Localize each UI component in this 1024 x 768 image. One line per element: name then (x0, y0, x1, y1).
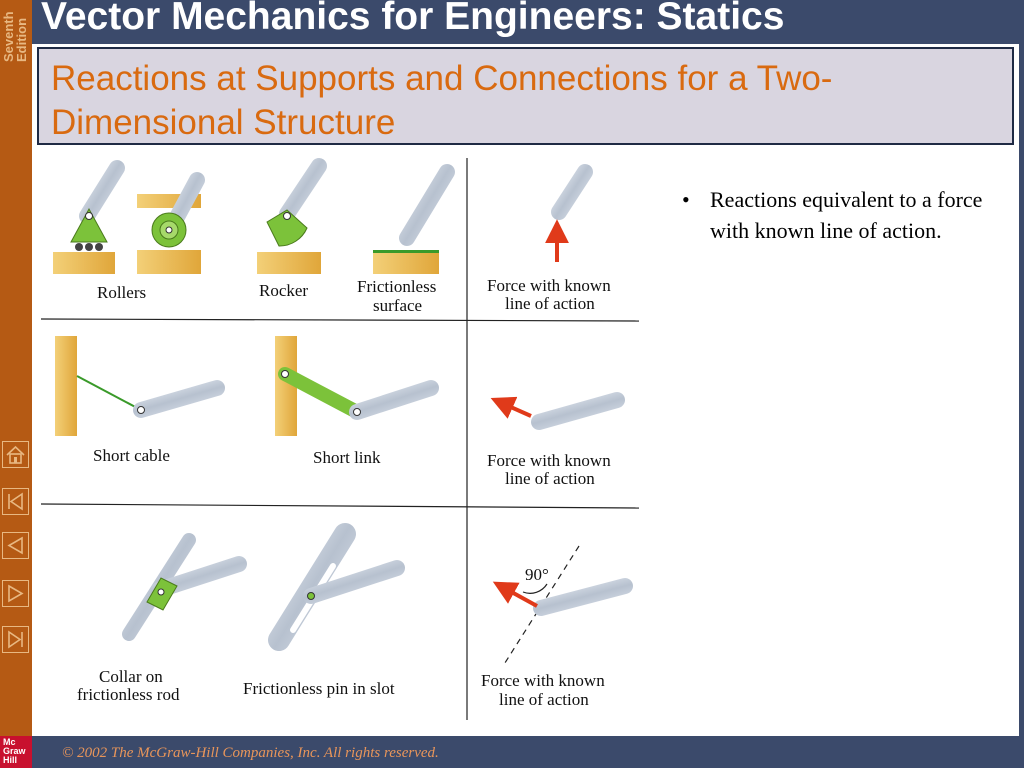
pin-slot-label: Frictionless pin in slot (243, 679, 395, 698)
first-slide-icon (8, 492, 23, 511)
copyright-text: © 2002 The McGraw-Hill Companies, Inc. A… (62, 745, 439, 761)
slide-subtitle: Reactions at Supports and Connections fo… (51, 57, 832, 145)
page-title: Vector Mechanics for Engineers: Statics (41, 0, 785, 38)
frictionless-label-line-2: surface (373, 296, 422, 315)
home-button[interactable] (2, 441, 29, 468)
mcgraw-hill-logo: Mc Graw Hill (0, 736, 32, 768)
force-known-line-b (490, 392, 625, 430)
support-reactions-figure: Rollers Rocker Frictionless surface Forc… (40, 158, 640, 720)
previous-slide-button[interactable] (2, 532, 29, 559)
pin-slot-support (268, 523, 405, 651)
force-b-label-line-2: line of action (505, 469, 595, 488)
previous-slide-icon (7, 536, 23, 555)
rocker-label: Rocker (259, 281, 308, 300)
last-slide-icon (8, 630, 23, 649)
rollers-support (53, 160, 205, 274)
last-slide-button[interactable] (2, 626, 29, 653)
header-bar: Vector Mechanics for Engineers: Statics (32, 0, 1024, 44)
subtitle-line-1: Reactions at Supports and Connections fo… (51, 59, 833, 98)
bullet-dot: • (682, 187, 690, 212)
footer-bar: © 2002 The McGraw-Hill Companies, Inc. A… (32, 736, 1024, 768)
bullet-list: • Reactions equivalent to a force with k… (682, 184, 1002, 246)
force-a-label-line-2: line of action (505, 294, 595, 313)
frictionless-label-line-1: Frictionless (357, 277, 436, 296)
short-cable-support (55, 336, 225, 436)
rocker-support (257, 158, 327, 274)
frictionless-surface-support (373, 164, 455, 274)
edition-line-2: Edition (14, 17, 29, 62)
subtitle-line-2: Dimensional Structure (51, 103, 396, 142)
force-known-line-a (545, 164, 593, 262)
rollers-label: Rollers (97, 283, 146, 302)
force-c-label-line-2: line of action (499, 690, 589, 709)
next-slide-icon (8, 584, 24, 603)
edition-label: Seventh Edition (0, 0, 32, 64)
divider-row-2 (40, 503, 640, 509)
bullet-item: • Reactions equivalent to a force with k… (682, 184, 1002, 246)
subtitle-box: Reactions at Supports and Connections fo… (37, 47, 1014, 145)
logo-line-3: Hill (3, 755, 18, 765)
force-b-label-line-1: Force with known (487, 451, 611, 470)
short-link-label: Short link (313, 448, 381, 467)
short-link-support (275, 336, 439, 436)
collar-label-line-1: Collar on (99, 667, 163, 686)
collar-label-line-2: frictionless rod (77, 685, 180, 704)
collar-support (122, 533, 247, 641)
home-icon (6, 445, 25, 464)
sidebar: Seventh Edition Mc Graw Hill (0, 0, 32, 768)
right-angle-label: 90° (525, 565, 549, 584)
slide-content: Reactions at Supports and Connections fo… (32, 44, 1019, 736)
force-a-label-line-1: Force with known (487, 276, 611, 295)
force-c-label-line-1: Force with known (481, 671, 605, 690)
logo-line-2: Graw (3, 746, 26, 756)
short-cable-label: Short cable (93, 446, 170, 465)
divider-row-1 (40, 318, 640, 322)
logo-line-1: Mc (3, 737, 16, 747)
force-known-line-c (492, 545, 633, 667)
first-slide-button[interactable] (2, 488, 29, 515)
bullet-text: Reactions equivalent to a force with kno… (710, 187, 983, 243)
next-slide-button[interactable] (2, 580, 29, 607)
